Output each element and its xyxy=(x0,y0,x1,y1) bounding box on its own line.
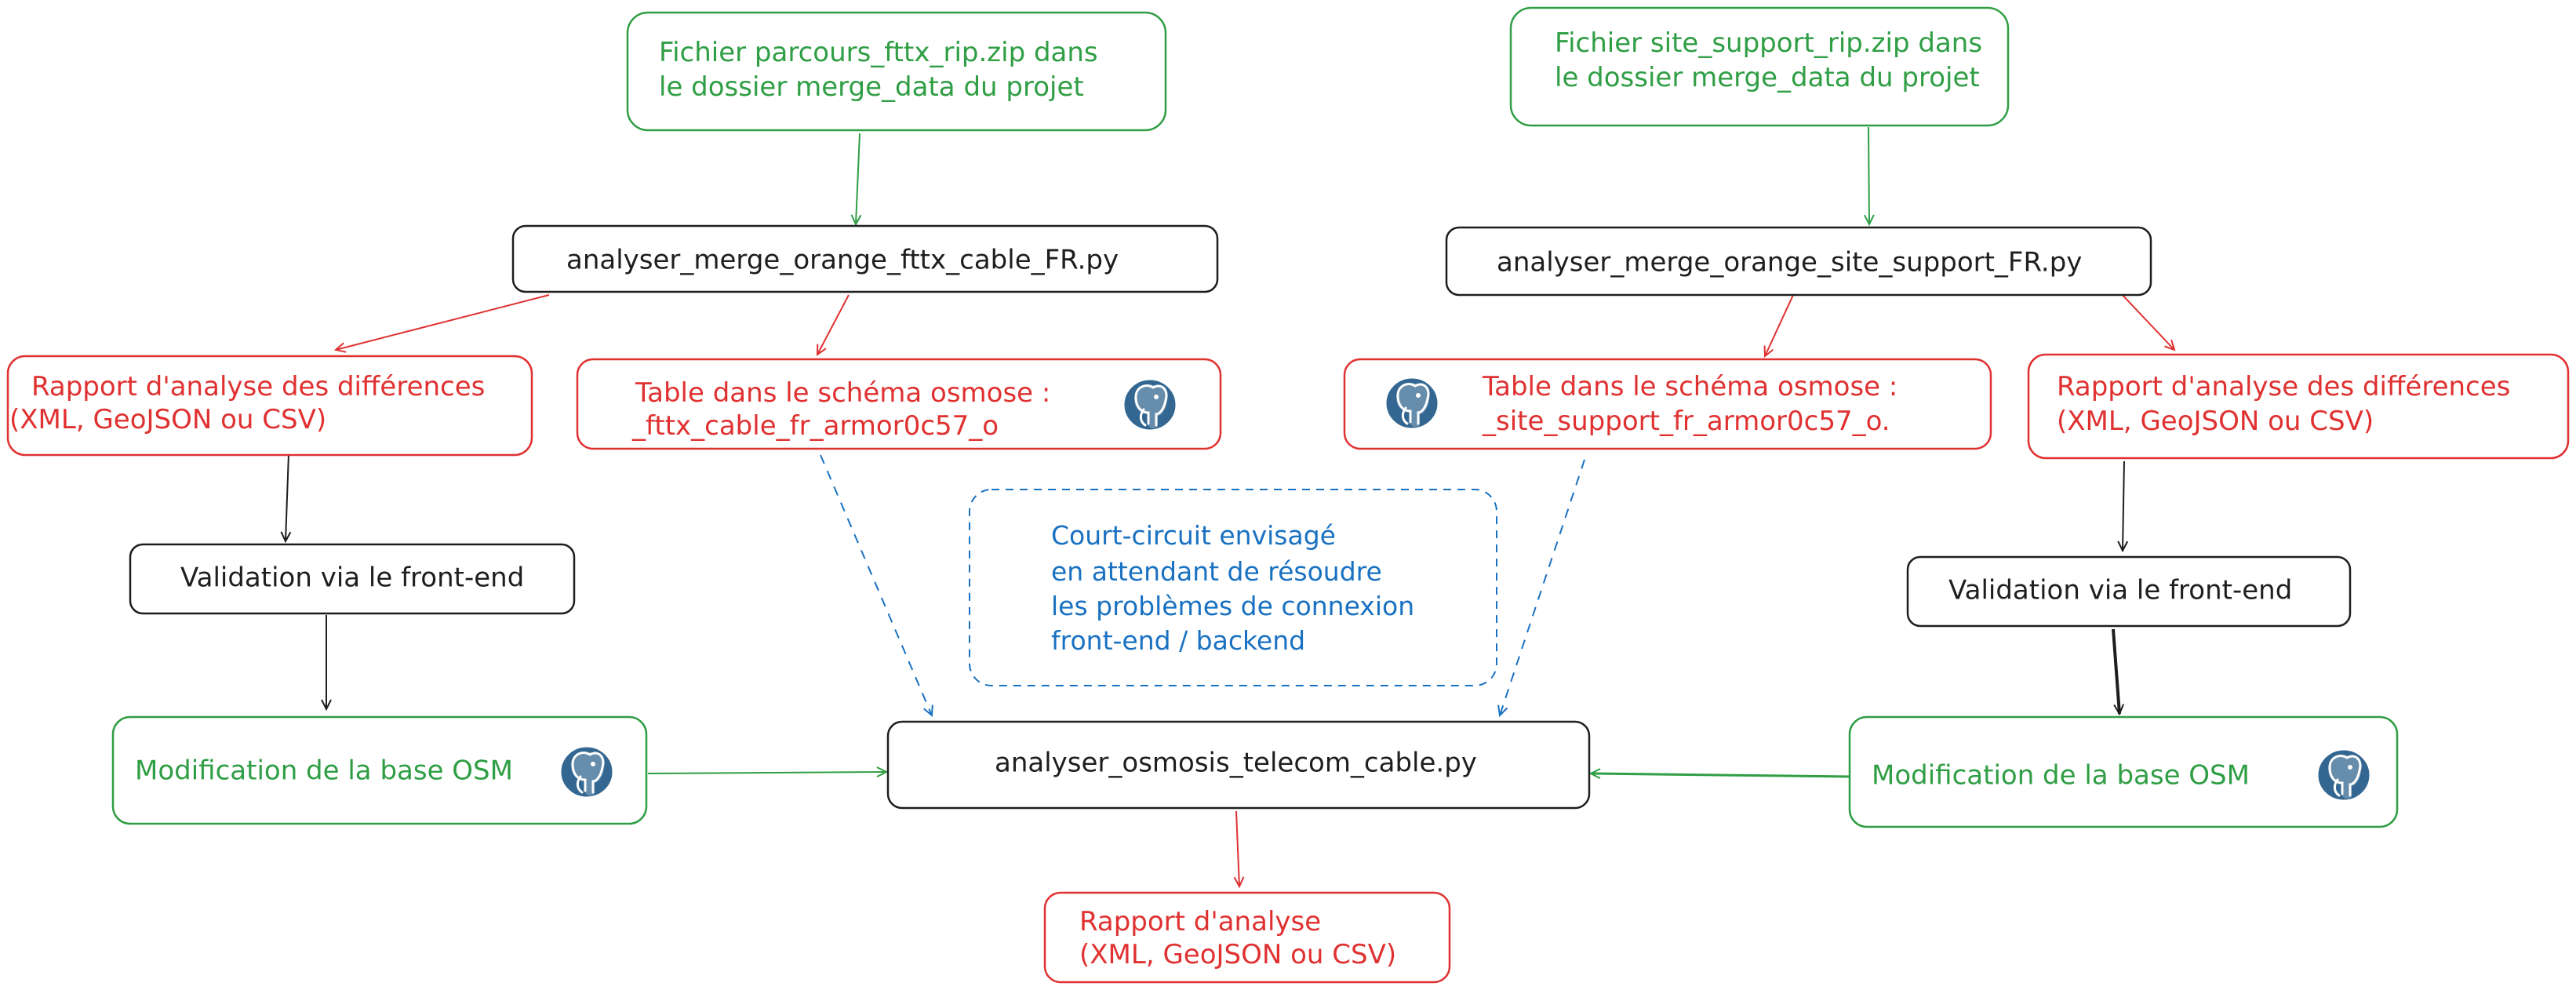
table-fttx-line-1: Table dans le schéma osmose : xyxy=(635,377,1050,409)
script-site-label: analyser_merge_orange_site_support_FR.py xyxy=(1497,247,2082,278)
source-fttx-label: Fichier parcours_fttx_rip.zip dans le do… xyxy=(659,37,1106,103)
edge-script-fttx-to-table-fttx xyxy=(817,294,850,355)
report-left-node: Rapport d'analyse des différences (XML, … xyxy=(6,355,533,457)
osm-left-node: Modification de la base OSM xyxy=(111,715,648,825)
source-fttx-line-1: Fichier parcours_fttx_rip.zip dans xyxy=(659,37,1098,68)
table-site-line-1: Table dans le schéma osmose : xyxy=(1482,371,1897,402)
edge-osm-left-to-osmosis xyxy=(647,772,886,773)
report-left-line-2: (XML, GeoJSON ou CSV) xyxy=(9,404,326,435)
table-site-label: Table dans le schéma osmose : _site_supp… xyxy=(1482,371,1906,437)
validation-right-node: Validation via le front-end xyxy=(1906,555,2352,628)
source-site-line-2: le dossier merge_data du projet xyxy=(1555,62,1980,93)
note-shortcircuit-node: Court-circuit envisagé en attendant de r… xyxy=(969,489,1497,686)
osmosis-script-node: analyser_osmosis_telecom_cable.py xyxy=(886,720,1591,810)
table-fttx-label: Table dans le schéma osmose : _fttx_cabl… xyxy=(631,377,1059,442)
edge-osm-right-to-osmosis xyxy=(1591,773,1852,777)
edge-source-fttx-to-script xyxy=(856,133,860,224)
edge-report-right-to-validation xyxy=(2123,460,2124,551)
script-fttx-node: analyser_merge_orange_fttx_cable_FR.py xyxy=(511,224,1219,293)
report-right-node: Rapport d'analyse des différences (XML, … xyxy=(2027,353,2570,460)
validation-left-label: Validation via le front-end xyxy=(180,562,524,594)
final-report-line-1: Rapport d'analyse xyxy=(1079,906,1321,937)
source-site-label: Fichier site_support_rip.zip dans le dos… xyxy=(1555,27,1991,93)
osmosis-script-label: analyser_osmosis_telecom_cable.py xyxy=(995,748,1477,779)
final-report-line-2: (XML, GeoJSON ou CSV) xyxy=(1079,939,1396,970)
osm-right-label: Modification de la base OSM xyxy=(1872,760,2250,792)
source-site-line-1: Fichier site_support_rip.zip dans xyxy=(1555,27,1982,59)
note-line-1: Court-circuit envisagé xyxy=(1051,520,1336,551)
script-fttx-label: analyser_merge_orange_fttx_cable_FR.py xyxy=(566,245,1119,276)
report-left-label: Rapport d'analyse des différences (XML, … xyxy=(9,371,493,435)
postgresql-elephant-icon xyxy=(2316,748,2372,803)
final-report-label: Rapport d'analyse (XML, GeoJSON ou CSV) xyxy=(1079,906,1396,970)
edge-script-site-to-report-right xyxy=(2119,291,2174,350)
report-left-line-1: Rapport d'analyse des différences xyxy=(31,371,485,402)
edge-table-site-to-osmosis xyxy=(1500,459,1585,715)
postgresql-elephant-icon xyxy=(558,744,615,799)
note-line-3: les problèmes de connexion xyxy=(1051,591,1414,621)
table-fttx-line-2: _fttx_cable_fr_armor0c57_o xyxy=(631,410,999,442)
edge-validation-right-to-osm xyxy=(2112,628,2119,714)
source-site-node: Fichier site_support_rip.zip dans le dos… xyxy=(1509,6,2010,127)
validation-left-node: Validation via le front-end xyxy=(129,543,576,615)
report-right-line-1: Rapport d'analyse des différences xyxy=(2057,371,2510,402)
edge-table-fttx-to-osmosis xyxy=(820,454,932,715)
table-site-node: Table dans le schéma osmose : _site_supp… xyxy=(1343,358,1992,450)
edge-script-site-to-table-site xyxy=(1765,294,1794,356)
osm-left-label: Modification de la base OSM xyxy=(135,755,513,787)
postgresql-elephant-icon xyxy=(1122,377,1178,432)
report-right-line-2: (XML, GeoJSON ou CSV) xyxy=(2057,406,2374,437)
report-right-label: Rapport d'analyse des différences (XML, … xyxy=(2057,371,2519,437)
edges xyxy=(286,126,2174,886)
note-shortcircuit-label: Court-circuit envisagé en attendant de r… xyxy=(1051,520,1423,656)
validation-right-label: Validation via le front-end xyxy=(1948,575,2292,606)
note-line-2: en attendant de résoudre xyxy=(1051,556,1382,587)
table-fttx-node: Table dans le schéma osmose : _fttx_cabl… xyxy=(576,358,1222,450)
script-site-node: analyser_merge_orange_site_support_FR.py xyxy=(1445,226,2152,297)
source-fttx-node: Fichier parcours_fttx_rip.zip dans le do… xyxy=(626,11,1167,132)
edge-report-left-to-validation xyxy=(286,453,289,541)
edge-source-site-to-script xyxy=(1868,126,1869,224)
edge-osmosis-to-final-report xyxy=(1236,810,1239,886)
edge-script-fttx-to-report-left xyxy=(336,294,550,350)
note-line-4: front-end / backend xyxy=(1051,625,1305,656)
osm-right-node: Modification de la base OSM xyxy=(1848,715,2399,828)
postgresql-elephant-icon xyxy=(1384,376,1440,431)
source-fttx-line-2: le dossier merge_data du projet xyxy=(659,71,1084,103)
table-site-line-2: _site_support_fr_armor0c57_o. xyxy=(1482,406,1890,437)
final-report-node: Rapport d'analyse (XML, GeoJSON ou CSV) xyxy=(1043,891,1451,984)
